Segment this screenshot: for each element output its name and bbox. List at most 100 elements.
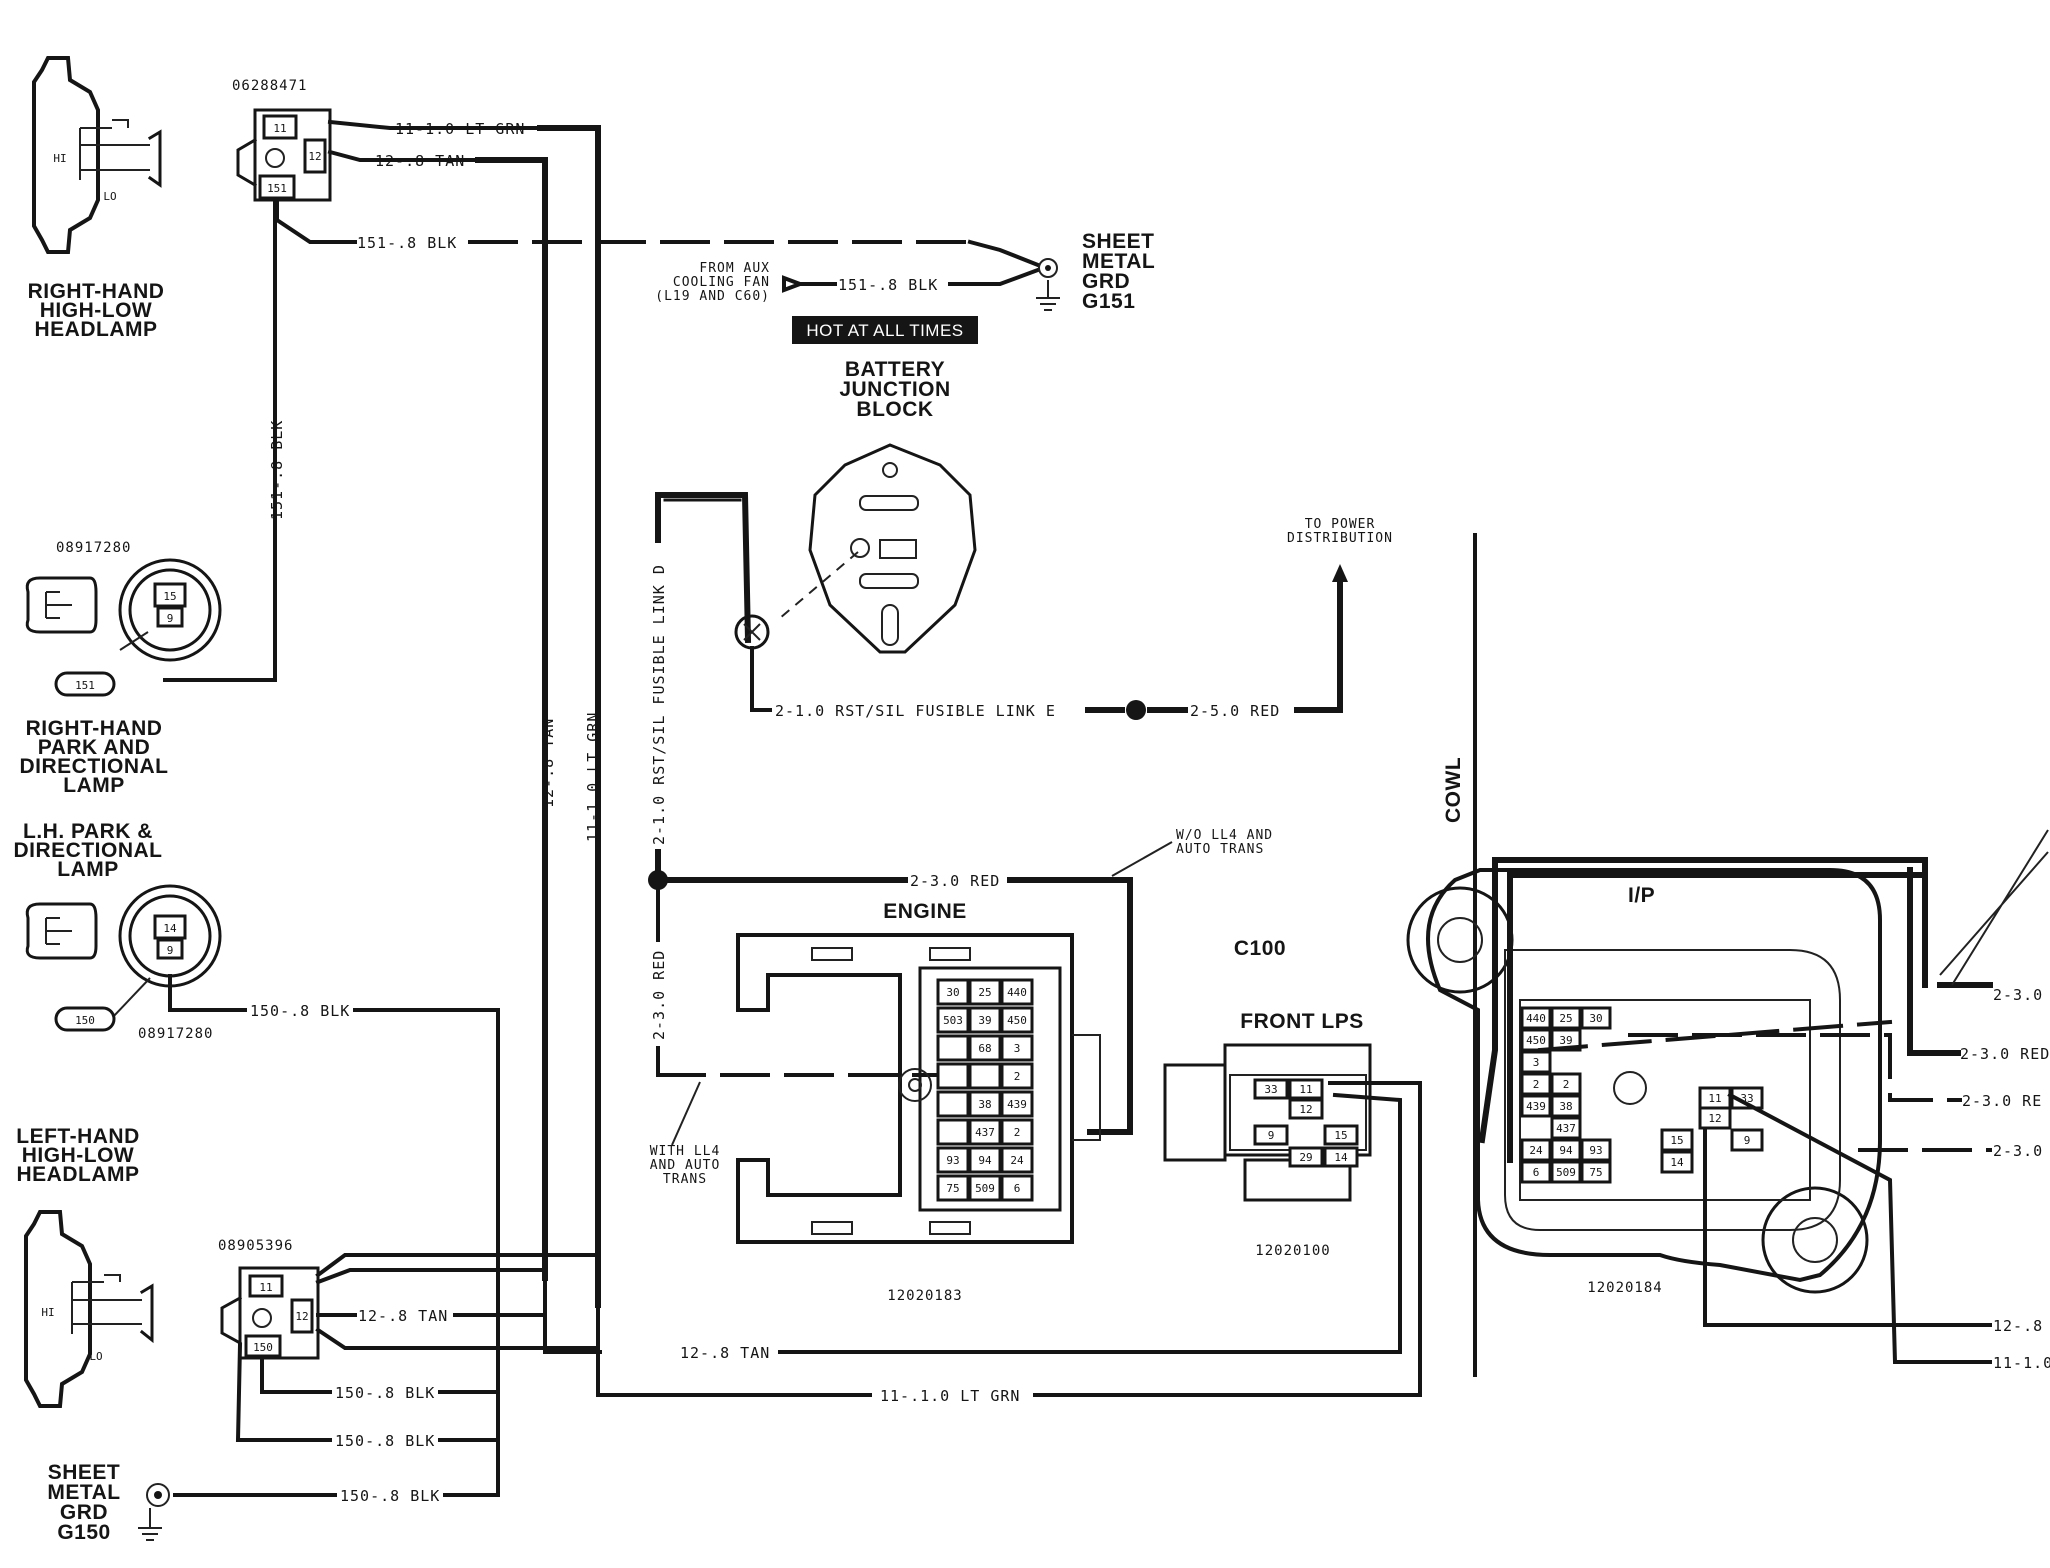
front-lps-pn: 12020100 bbox=[1255, 1243, 1330, 1259]
lh-hi-label: HI bbox=[41, 1306, 54, 1319]
cowl-label: COWL bbox=[1442, 757, 1465, 823]
ground-g150: SHEET METAL GRD G150 bbox=[47, 1461, 170, 1544]
engine-cell-6-0-box bbox=[936, 1146, 970, 1174]
wire-rh-blk: 151-.8 BLK bbox=[357, 234, 457, 252]
g151-line-4: G151 bbox=[1082, 290, 1135, 313]
ip-right-cell-5: 14 bbox=[1670, 1156, 1684, 1169]
lh-headlamp-title-3: HEADLAMP bbox=[17, 1163, 140, 1186]
ip-right-cell-4: 9 bbox=[1744, 1134, 1751, 1147]
engine-cell-0-1-box bbox=[968, 978, 1002, 1006]
engine-cell-0-0-box bbox=[936, 978, 970, 1006]
lps-cell-6-box bbox=[1323, 1146, 1359, 1168]
rh-pin-11: 11 bbox=[273, 122, 286, 135]
ip-right-cell-2-box bbox=[1698, 1106, 1732, 1130]
from-aux-3: (L19 AND C60) bbox=[655, 289, 770, 304]
ip-right-cell-2: 12 bbox=[1708, 1112, 1721, 1125]
engine-cell-5-2-box bbox=[1000, 1118, 1034, 1146]
wire-ip-red-2: 2-3.0 RED bbox=[1960, 1045, 2050, 1063]
rh-hi-label: HI bbox=[53, 152, 66, 165]
engine-cell-3-0-box bbox=[936, 1062, 970, 1090]
ip-right-cell-3: 15 bbox=[1670, 1134, 1683, 1147]
ip-cell-13-box bbox=[1580, 1138, 1612, 1162]
wire-aux-blk: 151-.8 BLK bbox=[838, 276, 938, 294]
ip-cell-1: 25 bbox=[1559, 1012, 1572, 1025]
rh-lo-label: LO bbox=[103, 190, 116, 203]
wire-tan-vert: 12-.8 TAN bbox=[539, 718, 557, 808]
battery-title-2: JUNCTION bbox=[839, 378, 950, 401]
g151-line-1: SHEET bbox=[1082, 230, 1155, 253]
wire-red-3-vert: 2-3.0 RED bbox=[650, 950, 668, 1040]
wire-ip-red-3: 2-3.0 RE bbox=[1962, 1092, 2042, 1110]
ground-g151: SHEET METAL GRD G151 bbox=[1036, 230, 1155, 313]
rh-headlamp-title-2: HIGH-LOW bbox=[40, 299, 152, 322]
lps-cell-5-box bbox=[1288, 1146, 1324, 1168]
engine-cell-3-1-box bbox=[968, 1062, 1002, 1090]
ip-right-cell-3-box bbox=[1660, 1128, 1694, 1152]
with-ll4-1: WITH LL4 bbox=[650, 1144, 721, 1159]
with-ll4-3: TRANS bbox=[663, 1172, 707, 1187]
ip-right-cell-5-box bbox=[1660, 1150, 1694, 1174]
engine-cell-6-0: 93 bbox=[946, 1154, 959, 1167]
engine-cell-0-1: 25 bbox=[978, 986, 991, 999]
rh-park-title-3: DIRECTIONAL bbox=[20, 755, 169, 778]
ip-cell-11-box bbox=[1520, 1138, 1552, 1162]
ip-cell-11: 24 bbox=[1529, 1144, 1543, 1157]
engine-cell-5-1: 437 bbox=[975, 1126, 995, 1139]
engine-cell-2-1-box bbox=[968, 1034, 1002, 1062]
engine-cell-4-0-box bbox=[936, 1090, 970, 1118]
lh-pin-12: 12 bbox=[295, 1310, 308, 1323]
ip-cell-10: 437 bbox=[1556, 1122, 1576, 1135]
battery-title-1: BATTERY bbox=[845, 358, 945, 381]
rh-pin-151: 151 bbox=[267, 182, 287, 195]
ip-cell-16: 75 bbox=[1589, 1166, 1602, 1179]
lh-headlamp: HI LO bbox=[24, 1210, 154, 1408]
c100-label: C100 bbox=[1234, 937, 1286, 960]
ip-right-cell-0: 11 bbox=[1708, 1092, 1721, 1105]
wire-lh-tan: 12-.8 TAN bbox=[358, 1307, 448, 1325]
ip-cell-9-box bbox=[1550, 1072, 1582, 1096]
ip-cell-1-box bbox=[1550, 1006, 1582, 1030]
front-lps-title: FRONT LPS bbox=[1240, 1010, 1364, 1033]
engine-pn: 12020183 bbox=[887, 1288, 962, 1304]
lps-cell-2-box bbox=[1288, 1098, 1324, 1120]
ip-cell-5-box bbox=[1520, 1050, 1552, 1074]
engine-cell-2-2: 3 bbox=[1014, 1042, 1021, 1055]
wire-fuse-e: 2-1.0 RST/SIL FUSIBLE LINK E bbox=[775, 702, 1056, 720]
engine-cell-4-2: 439 bbox=[1007, 1098, 1027, 1111]
ip-cell-2-box bbox=[1580, 1006, 1612, 1030]
engine-cell-6-1: 94 bbox=[978, 1154, 992, 1167]
lh-park-title-1: L.H. PARK & bbox=[23, 820, 153, 843]
engine-cell-7-2-box bbox=[1000, 1174, 1034, 1202]
engine-cell-6-2-box bbox=[1000, 1146, 1034, 1174]
engine-cell-0-2-box bbox=[1000, 978, 1034, 1006]
wire-rh-tan: 12-.8 TAN bbox=[375, 152, 465, 170]
lh-headlamp-connector: 11 12 150 bbox=[220, 1266, 320, 1360]
from-aux-2: COOLING FAN bbox=[673, 275, 770, 290]
g150-line-4: G150 bbox=[57, 1521, 110, 1544]
engine-cell-4-1-box bbox=[968, 1090, 1002, 1118]
wire-rh-lt-grn: 11-1.0 LT GRN bbox=[395, 120, 525, 138]
ip-cell-9: 2 bbox=[1563, 1078, 1570, 1091]
lh-park-title-2: DIRECTIONAL bbox=[14, 839, 163, 862]
lh-connector-pn: 08905396 bbox=[218, 1238, 293, 1254]
g150-line-3: GRD bbox=[60, 1501, 108, 1524]
rh-headlamp: HI LO RIGHT-HAND HIGH-LOW HEADLAMP bbox=[28, 56, 164, 341]
ip-cell-6: 2 bbox=[1533, 1078, 1540, 1091]
lh-pin-150: 150 bbox=[253, 1341, 273, 1354]
engine-cell-4-2-box bbox=[1000, 1090, 1034, 1118]
engine-cell-7-0-box bbox=[936, 1174, 970, 1202]
lps-cell-6: 14 bbox=[1334, 1151, 1348, 1164]
lh-park-title-3: LAMP bbox=[57, 858, 119, 881]
ip-pn: 12020184 bbox=[1587, 1280, 1662, 1296]
engine-cell-1-1: 39 bbox=[978, 1014, 991, 1027]
ip-cell-10-box bbox=[1550, 1116, 1582, 1140]
rh-park-title-2: PARK AND bbox=[38, 736, 151, 759]
ip-cell-13: 93 bbox=[1589, 1144, 1602, 1157]
wo-ll4-1: W/O LL4 AND bbox=[1176, 828, 1273, 843]
engine-cell-1-1-box bbox=[968, 1006, 1002, 1034]
rh-park-title-4: LAMP bbox=[63, 774, 125, 797]
lps-cell-1: 11 bbox=[1299, 1083, 1312, 1096]
engine-cell-1-0: 503 bbox=[943, 1014, 963, 1027]
ip-cell-16-box bbox=[1580, 1160, 1612, 1184]
